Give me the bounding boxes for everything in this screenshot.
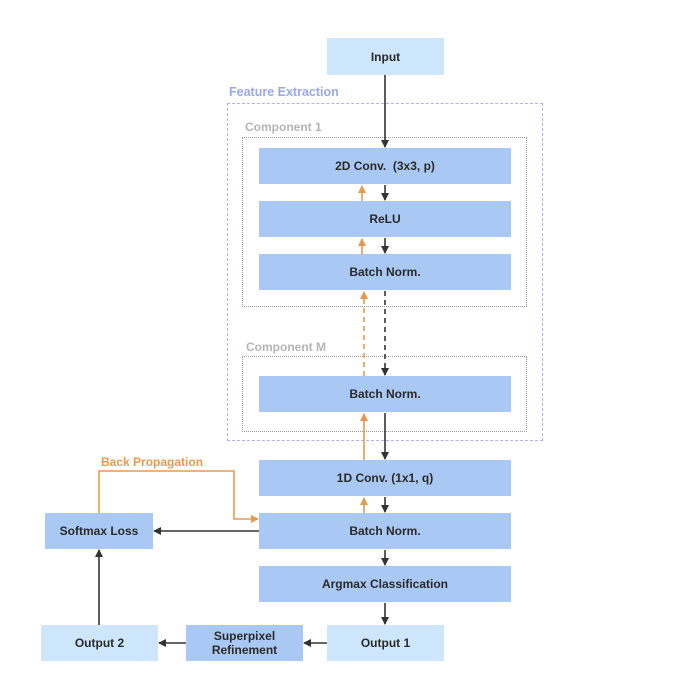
batch-norm-m-node: Batch Norm.	[259, 376, 511, 412]
input-node: Input	[327, 38, 444, 75]
conv1d-node: 1D Conv. (1x1, q)	[259, 460, 511, 496]
backprop-softmax-to-bn	[98, 470, 259, 523]
component-1-label: Component 1	[245, 120, 322, 134]
output-1-node: Output 1	[327, 625, 444, 661]
component-m-label: Component M	[246, 340, 326, 354]
back-propagation-label: Back Propagation	[101, 455, 204, 469]
relu-node: ReLU	[259, 201, 511, 237]
batch-norm-final-node: Batch Norm.	[259, 513, 511, 549]
batch-norm-1-node: Batch Norm.	[259, 254, 511, 290]
argmax-node: Argmax Classification	[259, 566, 511, 602]
softmax-loss-node: Softmax Loss	[45, 513, 153, 549]
feature-extraction-label: Feature Extraction	[229, 85, 339, 99]
conv2d-node: 2D Conv. (3x3, p)	[259, 148, 511, 184]
superpixel-node: Superpixel Refinement	[186, 625, 303, 661]
output-2-node: Output 2	[41, 625, 158, 661]
